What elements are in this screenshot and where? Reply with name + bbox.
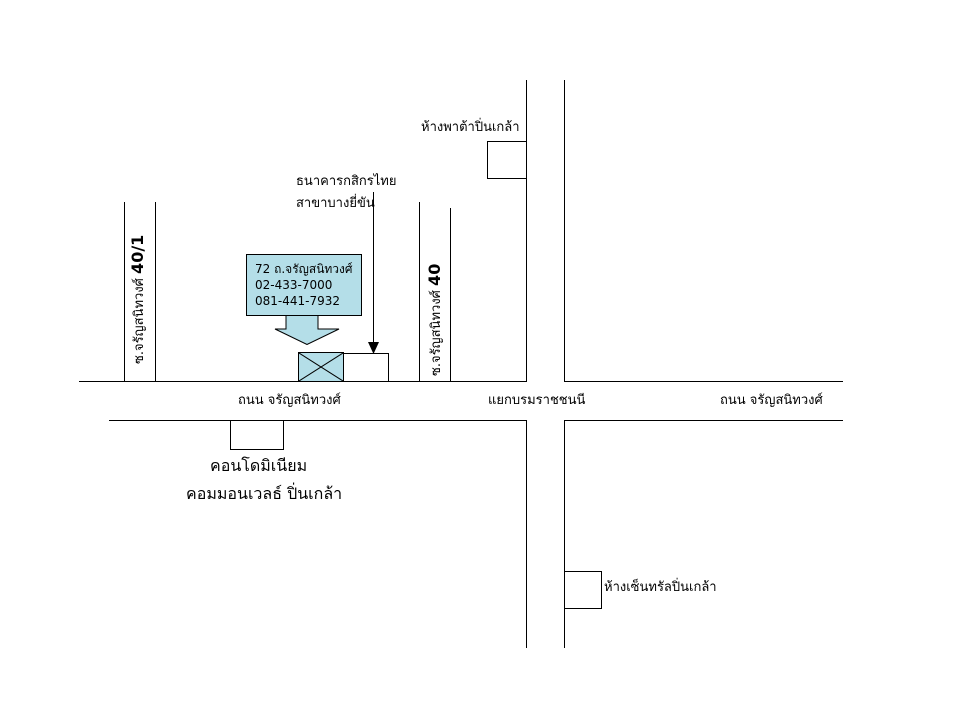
road-top-edge-right — [564, 381, 843, 382]
label-soi-40-1: ซ.จรัญสนิทวงศ์ 40/1 — [128, 234, 147, 364]
label-bank-line2: สาขาบางยี่ขัน — [296, 196, 375, 211]
soi-40-left-edge — [419, 202, 420, 382]
soi-40-right-edge — [450, 208, 451, 382]
label-condo-line1: คอนโดมิเนียม — [210, 456, 308, 475]
x-box-icon — [298, 352, 344, 382]
callout-arrow-icon — [274, 315, 340, 345]
label-road-left: ถนน จรัญสนิทวงศ์ — [238, 393, 341, 408]
callout-address: 72 ถ.จรัญสนิทวงศ์ — [255, 262, 353, 276]
bank-pointer-line — [373, 192, 374, 344]
road-bottom-edge-right — [564, 420, 843, 421]
label-condo-line2: คอมมอนเวลธ์ ปิ่นเกล้า — [186, 484, 343, 503]
soi-40-1-right-edge — [155, 202, 156, 382]
label-store-central: ห้างเซ็นทรัลปิ่นเกล้า — [604, 580, 717, 595]
label-soi-40: ซ.จรัญสนิทวงศ์ 40 — [425, 263, 444, 376]
soi-40-1-left-edge — [124, 202, 125, 382]
cross-road-right-edge-top — [564, 80, 565, 382]
building-central — [564, 571, 602, 609]
building-bank — [343, 353, 389, 382]
down-arrow-icon — [368, 342, 379, 354]
label-road-right: ถนน จรัญสนิทวงศ์ — [720, 393, 823, 408]
address-callout: 72 ถ.จรัญสนิทวงศ์ 02-433-7000 081-441-79… — [246, 254, 362, 316]
label-bank-line1: ธนาคารกสิกรไทย — [296, 174, 397, 189]
building-condo — [230, 420, 284, 450]
cross-road-left-edge-top — [526, 80, 527, 382]
callout-phone2: 081-441-7932 — [255, 294, 341, 308]
building-pata — [487, 141, 527, 179]
label-intersection: แยกบรมราชชนนี — [488, 393, 586, 408]
road-bottom-edge-left — [109, 420, 527, 421]
cross-road-right-edge-bottom — [564, 420, 565, 648]
cross-road-left-edge-bottom — [526, 420, 527, 648]
callout-phone1: 02-433-7000 — [255, 278, 333, 292]
label-store-pata: ห้างพาต้าปิ่นเกล้า — [421, 120, 520, 135]
